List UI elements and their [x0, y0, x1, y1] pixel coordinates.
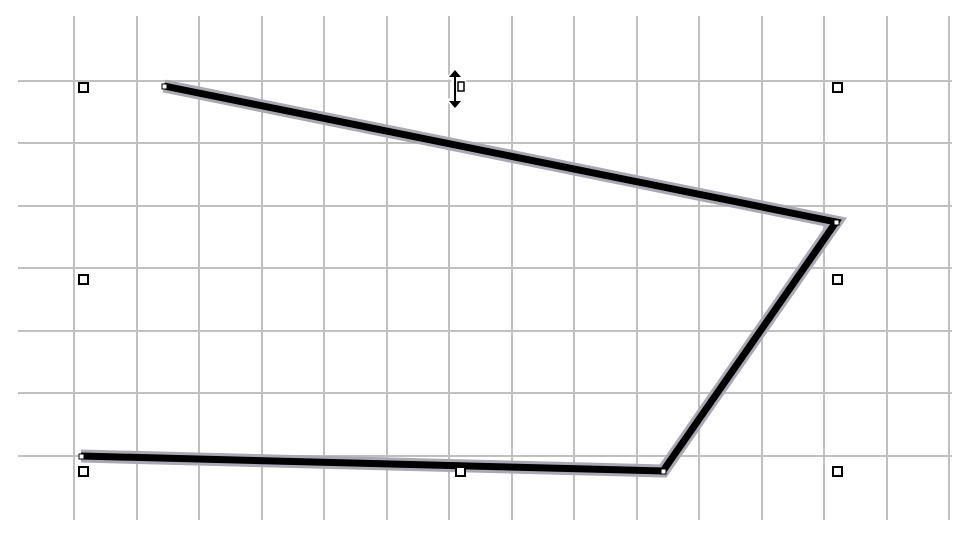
vertex-handle[interactable] [833, 219, 840, 226]
sizing-handles [78, 82, 843, 477]
sizing-handle-bottom-center[interactable] [455, 466, 466, 477]
vertex-points [78, 83, 840, 475]
sizing-handle-middle-right[interactable] [832, 274, 843, 285]
resize-vertical-cursor-icon [446, 68, 467, 110]
sizing-handle-bottom-left[interactable] [78, 466, 89, 477]
sizing-handle-top-left[interactable] [78, 82, 89, 93]
shape-line[interactable] [80, 82, 842, 475]
sizing-handle-top-right[interactable] [832, 82, 843, 93]
sizing-handle-bottom-right[interactable] [832, 466, 843, 477]
freeform-shape[interactable] [80, 79, 847, 478]
sizing-handle-middle-left[interactable] [78, 274, 89, 285]
vertex-handle[interactable] [161, 83, 168, 90]
vertex-handle[interactable] [660, 468, 667, 475]
vertex-handle[interactable] [78, 453, 85, 460]
grid [18, 16, 952, 520]
